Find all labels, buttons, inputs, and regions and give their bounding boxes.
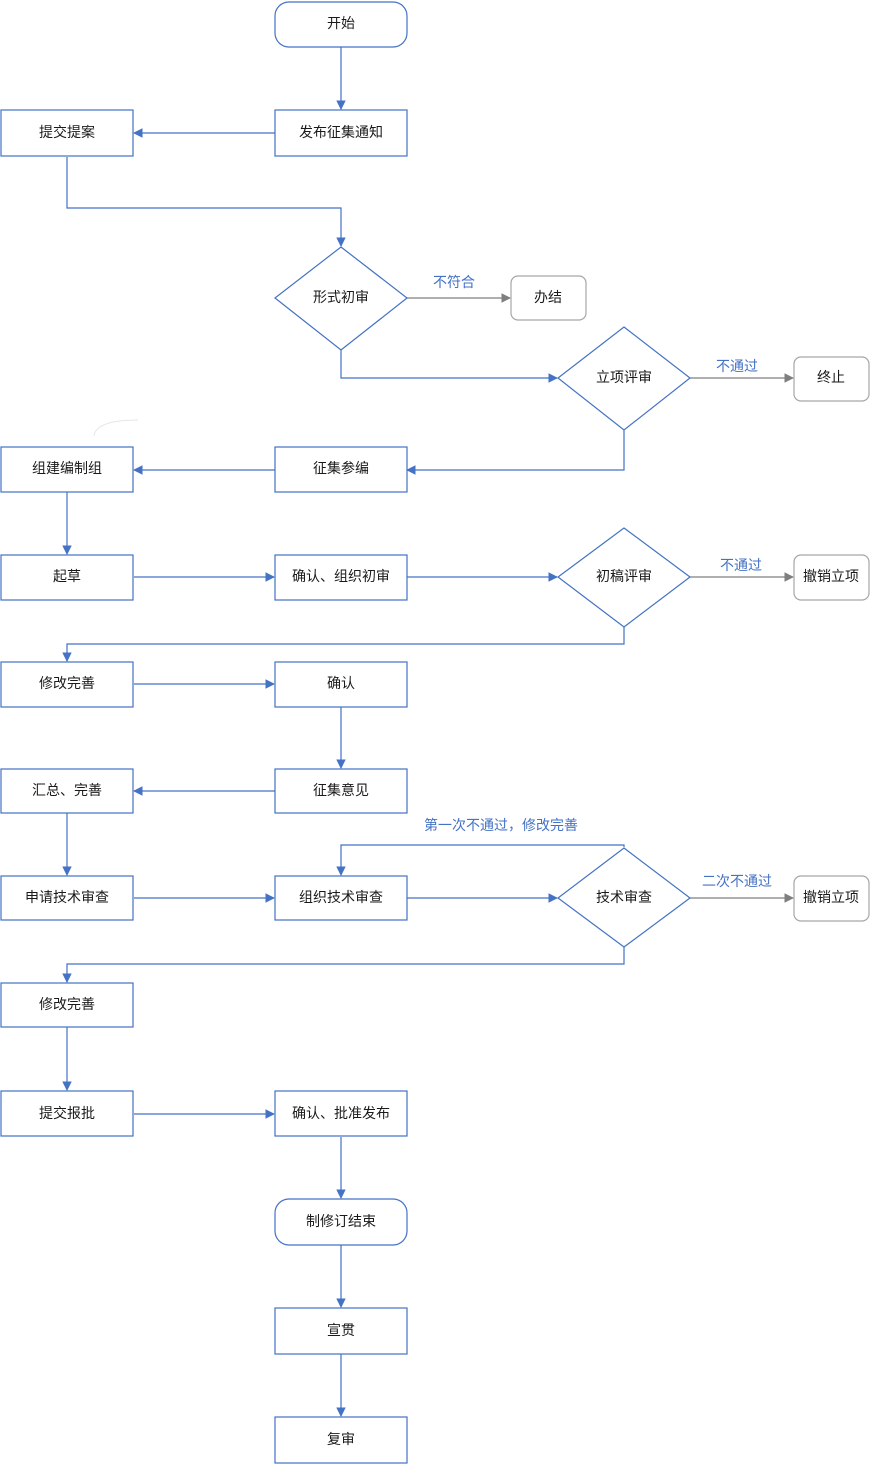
label-tech-review: 技术审查 (596, 890, 652, 906)
label-revise-1: 修改完善 (39, 676, 95, 692)
edge-label-not-conform: 不符合 (433, 275, 475, 291)
label-project-review: 立项评审 (596, 370, 652, 386)
label-form-team: 组建编制组 (32, 461, 102, 477)
node-apply-tech-review (0, 875, 134, 921)
node-start (274, 1, 408, 48)
node-close-case (510, 275, 587, 321)
node-draft-review (556, 527, 692, 628)
label-promote: 宣贯 (327, 1323, 355, 1339)
node-collect-opinions (274, 768, 408, 814)
edge-label-second-fail: 二次不通过 (702, 874, 772, 890)
edge-submit-format-review (66, 157, 346, 247)
node-submit-approval (0, 1090, 134, 1137)
label-re-review: 复审 (327, 1431, 355, 1448)
node-revoke-1 (793, 554, 870, 601)
node-publish-notice (274, 109, 408, 157)
label-format-review: 形式初审 (313, 289, 369, 306)
node-draft (0, 554, 134, 601)
node-end (274, 1198, 408, 1246)
label-submit-proposal: 提交提案 (39, 124, 95, 141)
node-collect-editors (274, 446, 408, 493)
label-organize-tech-review: 组织技术审查 (299, 890, 383, 906)
label-close-case: 办结 (534, 290, 562, 306)
node-project-review (557, 326, 691, 431)
node-confirm-initial-review (274, 554, 408, 601)
node-promote (274, 1307, 408, 1355)
label-terminate: 终止 (817, 370, 845, 386)
label-confirm: 确认 (327, 676, 355, 692)
edge-label-not-pass-2: 不通过 (720, 558, 762, 574)
node-revise-2 (0, 982, 134, 1028)
edge-tech-review-loop (336, 844, 625, 876)
edge-project-review-collect-editors (406, 430, 625, 475)
decorative-mark (93, 419, 139, 437)
node-terminate (793, 356, 870, 402)
label-submit-approval: 提交报批 (39, 1105, 95, 1122)
node-submit-proposal (0, 109, 134, 157)
label-collect-opinions: 征集意见 (313, 782, 369, 799)
label-publish-notice: 发布征集通知 (299, 124, 383, 141)
node-re-review (274, 1416, 408, 1464)
label-draft-review: 初稿评审 (596, 568, 652, 585)
node-organize-tech-review (274, 875, 408, 921)
node-revoke-2 (793, 875, 870, 922)
edge-draft-review-revise (62, 627, 625, 662)
node-confirm (274, 661, 408, 708)
label-summarize: 汇总、完善 (32, 783, 102, 799)
label-confirm-initial-review: 确认、组织初审 (292, 568, 390, 585)
node-confirm-publish (274, 1090, 408, 1137)
node-format-review (274, 246, 408, 351)
label-draft: 起草 (53, 569, 81, 585)
label-start: 开始 (327, 16, 355, 32)
label-revise-2: 修改完善 (39, 997, 95, 1013)
label-confirm-publish: 确认、批准发布 (292, 1106, 390, 1122)
label-end: 制修订结束 (306, 1214, 376, 1230)
label-revoke-1: 撤销立项 (803, 569, 859, 585)
label-apply-tech-review: 申请技术审查 (25, 890, 109, 906)
edge-label-not-pass-1: 不通过 (716, 359, 758, 375)
node-summarize (0, 768, 134, 814)
label-collect-editors: 征集参编 (313, 460, 369, 477)
edge-tech-review-revise (62, 947, 625, 983)
label-revoke-2: 撤销立项 (803, 890, 859, 906)
node-revise-1 (0, 661, 134, 708)
node-form-team (0, 446, 134, 493)
edge-label-first-fail: 第一次不通过，修改完善 (424, 817, 578, 834)
node-tech-review (556, 847, 692, 948)
edge-format-review-project-review (340, 350, 558, 383)
